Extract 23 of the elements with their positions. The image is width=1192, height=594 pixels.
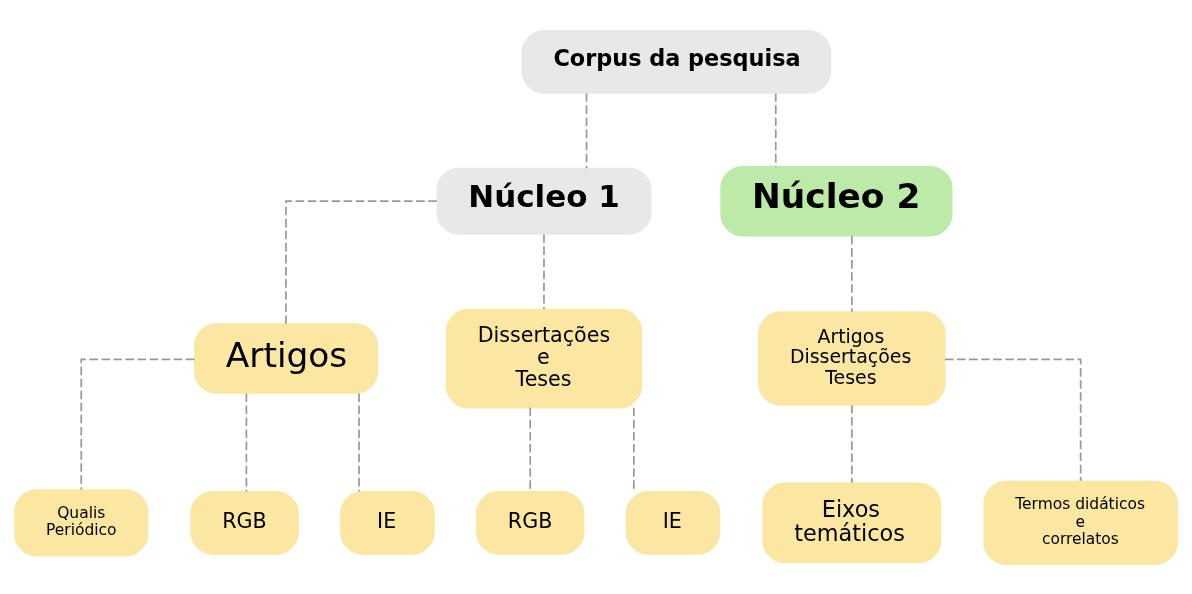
- node-box: Eixos temáticos: [762, 481, 942, 563]
- node-box: IE: [625, 490, 721, 555]
- node-box: Artigos Dissertações Teses: [758, 310, 946, 406]
- connector: [851, 234, 853, 313]
- node-box: Artigos: [193, 322, 378, 394]
- connector: [245, 392, 248, 492]
- connector: [80, 358, 196, 491]
- connector: [774, 92, 777, 168]
- node-box: RGB: [476, 490, 585, 555]
- node-box: RGB: [190, 490, 299, 555]
- connector: [851, 403, 853, 484]
- node-box: Corpus da pesquisa: [521, 29, 832, 94]
- connector: [358, 392, 360, 492]
- connector: [585, 92, 588, 169]
- node-box: Dissertações e Teses: [445, 308, 642, 408]
- node-box: Qualis Periódico: [14, 488, 149, 556]
- node-box: Núcleo 2: [720, 165, 953, 236]
- node-box: Termos didáticos e correlatos: [983, 480, 1178, 565]
- node-box: Núcleo 1: [436, 167, 652, 235]
- connector: [285, 199, 438, 324]
- connector: [944, 358, 1082, 482]
- connector: [543, 233, 545, 310]
- node-box: IE: [340, 490, 435, 555]
